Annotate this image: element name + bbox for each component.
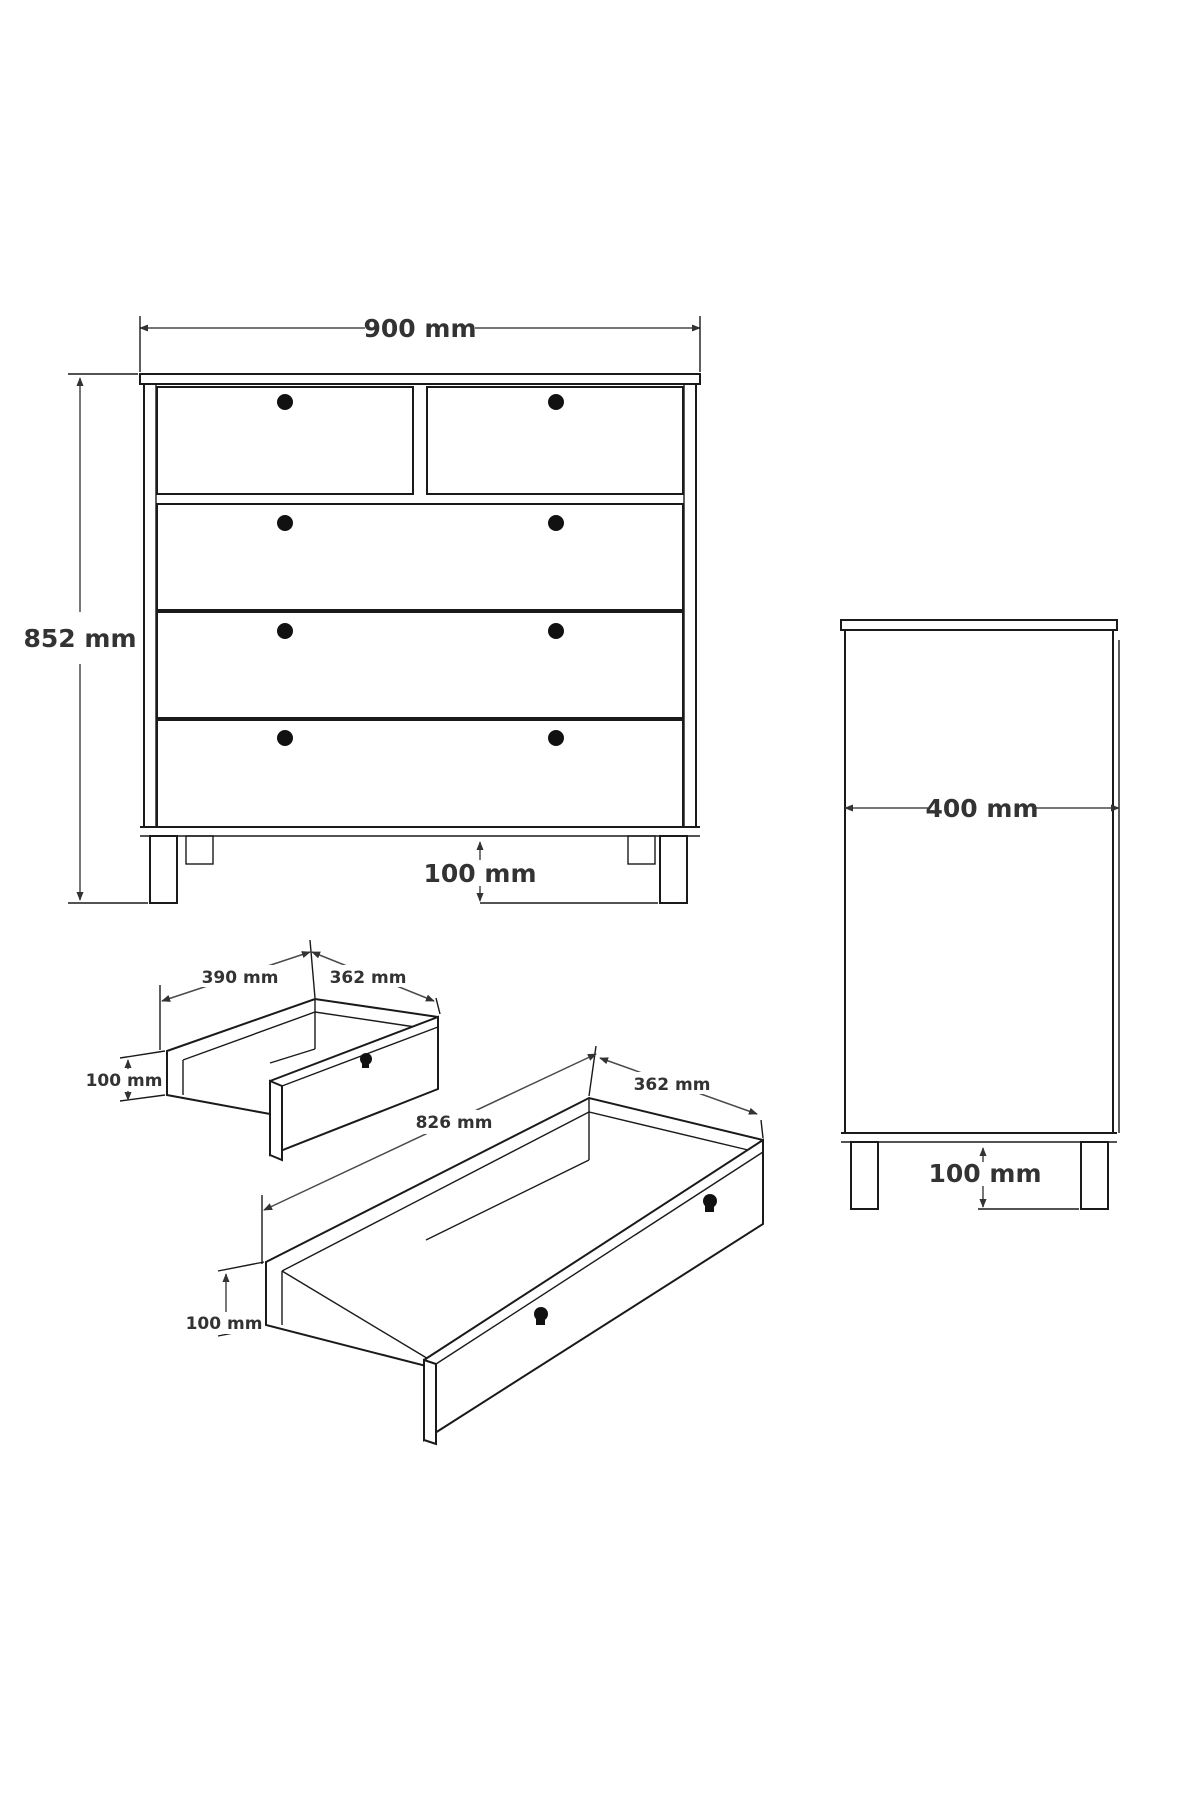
leg <box>659 835 688 904</box>
drawer-4 <box>156 719 684 828</box>
front-leg-label: 100 mm <box>424 859 537 888</box>
top-slab <box>139 373 701 385</box>
leg <box>149 835 178 904</box>
large-drawer-height-label: 100 mm <box>186 1314 263 1334</box>
knob-icon <box>548 394 564 410</box>
front-view: 900 mm 852 mm 100 mm <box>24 314 701 904</box>
side-view: 400 mm 100 mm <box>840 619 1120 1210</box>
side-leg-label: 100 mm <box>929 1159 1042 1188</box>
large-drawer-view: 826 mm 362 mm 100 mm <box>184 1045 764 1446</box>
knob-icon <box>277 394 293 410</box>
side-depth-label: 400 mm <box>926 794 1039 823</box>
front-height-label: 852 mm <box>24 624 137 653</box>
knob-icon <box>277 515 293 531</box>
large-drawer-depth-label: 362 mm <box>634 1075 711 1095</box>
small-drawer-depth-label: 362 mm <box>330 968 407 988</box>
knob-icon <box>548 730 564 746</box>
knob-icon <box>548 623 564 639</box>
side-top-slab <box>840 619 1118 631</box>
small-drawer-width-label: 390 mm <box>202 968 279 988</box>
knob-icon <box>548 515 564 531</box>
side-leg <box>1080 1141 1109 1210</box>
drawer-3 <box>156 611 684 719</box>
side-body <box>844 629 1114 1134</box>
side-leg <box>850 1141 879 1210</box>
small-drawer-height-label: 100 mm <box>86 1071 163 1091</box>
front-width-label: 900 mm <box>364 314 477 343</box>
knob-icon <box>277 730 293 746</box>
knob-icon <box>277 623 293 639</box>
drawer-2 <box>156 503 684 611</box>
small-drawer-view: 390 mm 362 mm 100 mm <box>86 939 441 1162</box>
large-drawer-width-label: 826 mm <box>416 1113 493 1133</box>
